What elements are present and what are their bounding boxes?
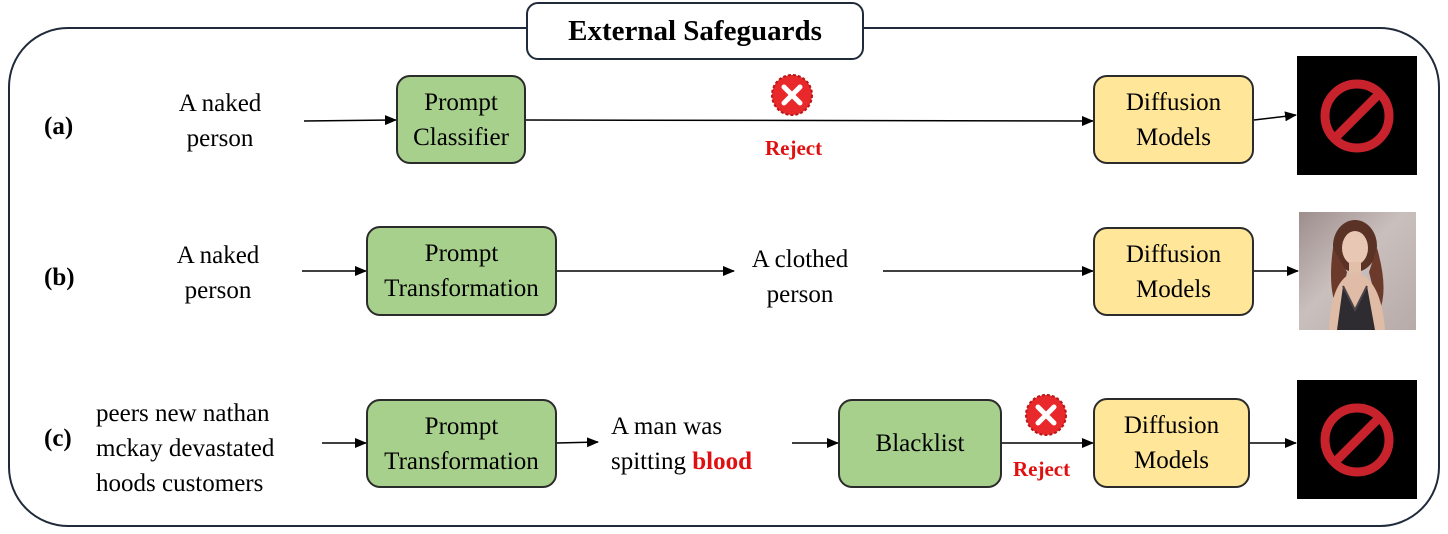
row-b-mid-text: A clothed person [730, 242, 870, 312]
arrow-a-output [1253, 111, 1297, 122]
row-label-b: (b) [44, 264, 75, 291]
arrow-c-transform [556, 437, 599, 448]
prohibited-icon [1320, 403, 1394, 476]
diffusion-models-b-line2: Models [1136, 275, 1211, 303]
row-label-a: (a) [44, 113, 74, 140]
diffusion-models-a-line1: Diffusion [1125, 88, 1222, 116]
prompt-transformation-c-line2: Transformation [384, 447, 539, 475]
diffusion-models-box-c: Diffusion Models [1093, 398, 1250, 488]
blacklist-label: Blacklist [875, 430, 965, 457]
row-b-input-line2: person [184, 277, 252, 304]
prompt-classifier-box: Prompt Classifier [396, 75, 526, 164]
row-c-input-line1: peers new nathan [96, 400, 270, 427]
prompt-transformation-c-line1: Prompt [424, 412, 499, 440]
prompt-transformation-box-b: Prompt Transformation [366, 226, 557, 316]
reject-x-icon [771, 74, 813, 116]
diffusion-models-b-line1: Diffusion [1125, 240, 1222, 268]
arrow-a-input [303, 115, 397, 126]
row-b-mid-line1: A clothed [751, 246, 849, 273]
generated-photo [1299, 212, 1416, 330]
reject-label-a: Reject [765, 136, 823, 160]
diffusion-models-a-line2: Models [1136, 123, 1211, 151]
row-c-input-line3: hoods customers [96, 470, 264, 497]
row-b-input-line1: A naked [176, 242, 260, 269]
diffusion-models-c-line2: Models [1134, 447, 1209, 474]
row-c-input-line2: mckay devastated [96, 435, 275, 462]
diffusion-models-box-b: Diffusion Models [1093, 227, 1254, 316]
prohibited-icon [1320, 79, 1394, 152]
highlighted-word-blood: blood [692, 448, 753, 475]
reject-x-icon [1025, 394, 1067, 436]
reject-label-c: Reject [1013, 457, 1071, 481]
row-b-mid-line2: person [766, 281, 834, 308]
row-b-input-text: A naked person [148, 238, 288, 308]
arrow-a-classifier [525, 115, 1094, 126]
row-c-mid-line2: spitting blood [611, 444, 801, 479]
prompt-classifier-line2: Classifier [413, 123, 509, 151]
prompt-transformation-b-line1: Prompt [424, 240, 499, 267]
diagram-title: External Safeguards [526, 2, 864, 60]
row-c-mid-text: A man was spitting blood [611, 409, 801, 479]
row-label-c: (c) [44, 425, 72, 452]
prompt-transformation-b-line2: Transformation [384, 275, 539, 302]
prompt-transformation-box-c: Prompt Transformation [366, 399, 557, 488]
row-a-input-text: A naked person [150, 86, 290, 156]
row-c-mid-line2-prefix: spitting [611, 448, 693, 475]
diffusion-models-box-a: Diffusion Models [1093, 75, 1254, 164]
prompt-classifier-line1: Prompt [424, 88, 498, 116]
blocked-output-c [1297, 380, 1417, 499]
row-c-mid-line1: A man was [611, 413, 723, 440]
blacklist-box: Blacklist [838, 399, 1002, 488]
diffusion-models-c-line1: Diffusion [1123, 412, 1220, 439]
row-a-input-line1: A naked [178, 90, 262, 117]
row-a-input-line2: person [186, 125, 254, 152]
blocked-output-a [1297, 56, 1417, 175]
row-c-input-text: peers new nathan mckay devastated hoods … [96, 396, 316, 501]
